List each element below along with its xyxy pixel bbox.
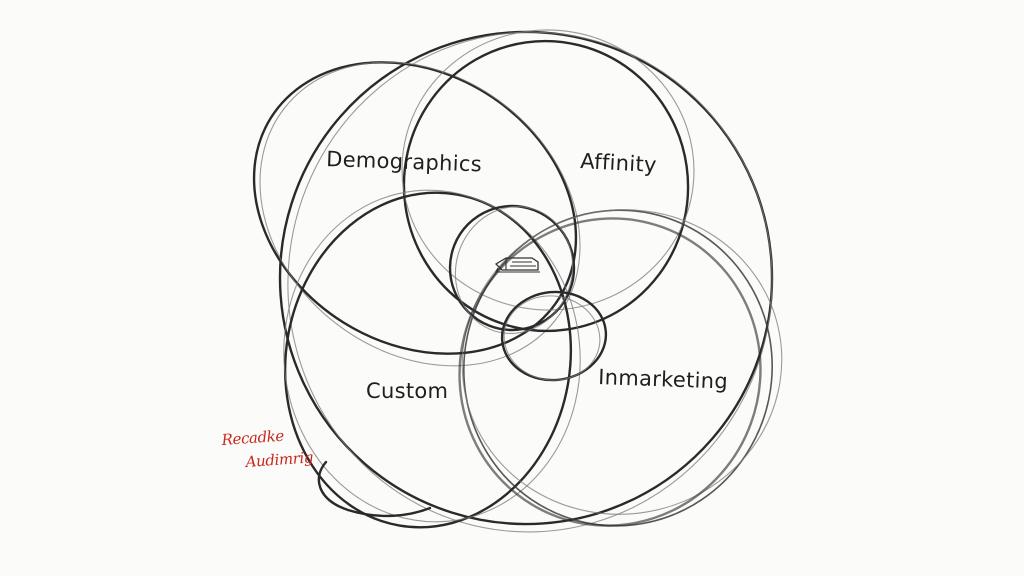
label-demographics: Demographics [326, 147, 483, 176]
label-inmarketing: Inmarketing [598, 365, 729, 394]
affinity-circle [401, 29, 695, 333]
center-circle [448, 204, 576, 335]
center-lower-circle [500, 290, 608, 382]
outer-circle [278, 30, 774, 533]
annotation-line-2: Audimrig [243, 448, 314, 471]
annotation-loop [317, 460, 432, 518]
inmarketing-circle [458, 209, 783, 527]
label-affinity: Affinity [580, 149, 658, 177]
demographics-circle [252, 61, 581, 367]
label-custom: Custom [366, 379, 448, 403]
sketch-object-icon [494, 257, 540, 273]
annotation-line-1: Recadke [220, 427, 285, 449]
custom-circle [283, 189, 581, 529]
